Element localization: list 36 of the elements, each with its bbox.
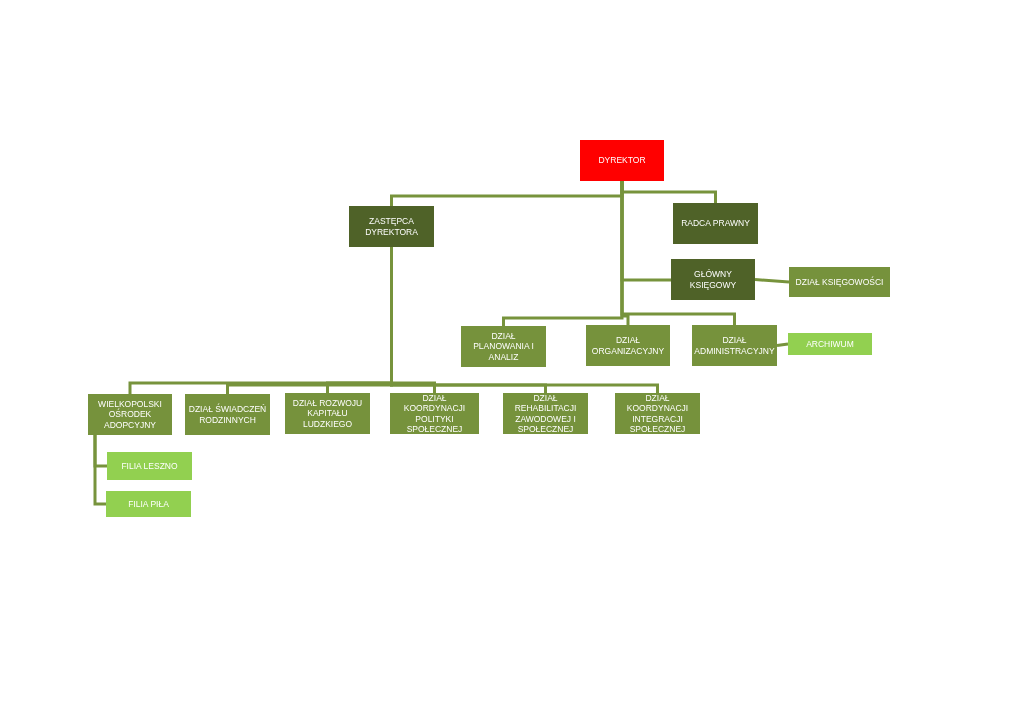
unit-name: DZIAŁ REHABILITACJI ZAWODOWEJ I SPOŁECZNEJ [513,393,578,434]
unit-name: DYREKTOR [598,155,646,166]
department-box [503,393,588,434]
unit-name: DZIAŁ ŚWIADCZEŃ RODZINNYCH [187,404,268,425]
unit-name: GŁÓWNY KSIĘGOWY [688,269,738,290]
unit-name: WIELKOPOLSKI OŚRODEK ADOPCYJNY [97,399,163,430]
connector-line [754,278,790,284]
unit-name: ZASTĘPCA DYREKTORA [364,216,419,237]
department-box [789,267,890,297]
department-box [692,325,777,366]
unit-name: DZIAŁ KOORDYNACJI POLITYKI SPOŁECZNEJ [402,393,467,434]
director-box [580,140,664,181]
unit-name: DZIAŁ ROZWOJU KAPITAŁU LUDZKIEGO [291,398,364,429]
department-box [615,393,700,434]
management-box [673,203,758,244]
unit-name: DZIAŁ KOORDYNACJI INTEGRACJI SPOŁECZNEJ [625,393,690,434]
department-box [461,326,546,367]
branch-box [106,491,191,517]
unit-name: RADCA PRAWNY [681,218,750,229]
department-box [88,394,172,435]
unit-name: DZIAŁ ORGANIZACYJNY [590,335,666,356]
unit-name: DZIAŁ ADMINISTRACYJNY [694,335,775,356]
management-box [349,206,434,247]
unit-name: DZIAŁ PLANOWANIA I ANALIZ [472,331,535,362]
department-box [285,393,370,434]
department-box [390,393,479,434]
unit-name: DZIAŁ KSIĘGOWOŚCI [795,276,884,288]
unit-name: ARCHIWUM [806,338,854,350]
branch-box [107,452,192,480]
connector-line [93,435,106,506]
unit-name: FILIA LESZNO [121,460,178,472]
branch-box [788,333,872,355]
department-box [185,394,270,435]
unit-name: FILIA PIŁA [128,498,169,510]
department-box [586,325,670,366]
management-box [671,259,755,300]
